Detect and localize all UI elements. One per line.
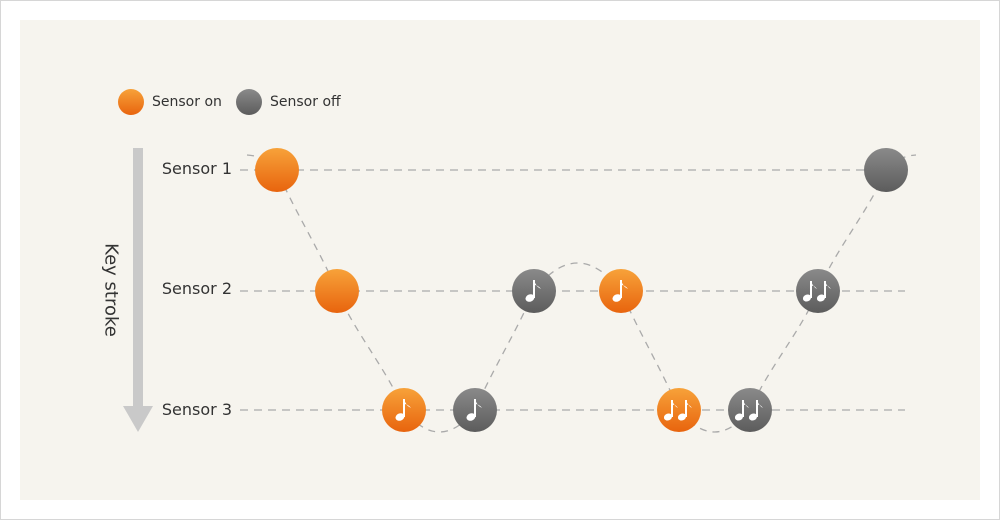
legend-on-label: Sensor on [152,94,222,110]
note-head [802,294,812,302]
note-head [612,294,622,302]
music-note-icon [525,280,541,302]
note-head [734,413,744,421]
legend-off-label: Sensor off [270,94,341,110]
note-flag [534,280,541,289]
double-music-note-icon [802,281,831,302]
note-flag [475,399,482,408]
diagram-canvas [20,20,980,500]
sensor-3-off-event-8 [728,388,772,432]
sensor-3-on-event-7 [657,388,701,432]
music-note-icon [466,399,482,421]
music-note-icon [612,280,628,302]
double-music-note-icon [663,400,692,421]
sensor-off-circle-icon [864,148,908,192]
note-flag [811,281,817,289]
sensor-2-off-event-9 [796,269,840,313]
note-head [816,294,826,302]
sensor-3-off-event-4 [453,388,497,432]
note-head [395,413,405,421]
legend-sensor-on: Sensor on [118,89,222,115]
sensor-3-on-event-3 [382,388,426,432]
music-note-icon [395,399,411,421]
key-stroke-arrow-head [123,406,153,432]
row-label-sensor-1: Sensor 1 [161,159,232,178]
sensor-2-off-event-5 [512,269,556,313]
note-flag [825,281,831,289]
sensor-2-on-event-6 [599,269,643,313]
sensor-1-on-event-1 [255,148,299,192]
sensor-on-swatch-icon [118,89,144,115]
sensor-on-circle-icon [255,148,299,192]
note-flag [672,400,678,408]
note-flag [757,400,763,408]
note-flag [621,280,628,289]
sensor-off-circle-icon [796,269,840,313]
double-music-note-icon [734,400,763,421]
note-head [525,294,535,302]
sensor-on-circle-icon [657,388,701,432]
sensor-1-off-event-10 [864,148,908,192]
note-head [677,413,687,421]
legend-sensor-off: Sensor off [236,89,341,115]
sensor-off-swatch-icon [236,89,262,115]
note-flag [743,400,749,408]
note-flag [686,400,692,408]
sensor-off-circle-icon [728,388,772,432]
note-head [663,413,673,421]
sensor-2-on-event-2 [315,269,359,313]
note-head [466,413,476,421]
row-label-sensor-2: Sensor 2 [161,279,232,298]
key-stroke-arrow-shaft [133,148,143,408]
sensor-on-circle-icon [315,269,359,313]
row-label-sensor-3: Sensor 3 [161,400,232,419]
note-flag [404,399,411,408]
note-head [748,413,758,421]
